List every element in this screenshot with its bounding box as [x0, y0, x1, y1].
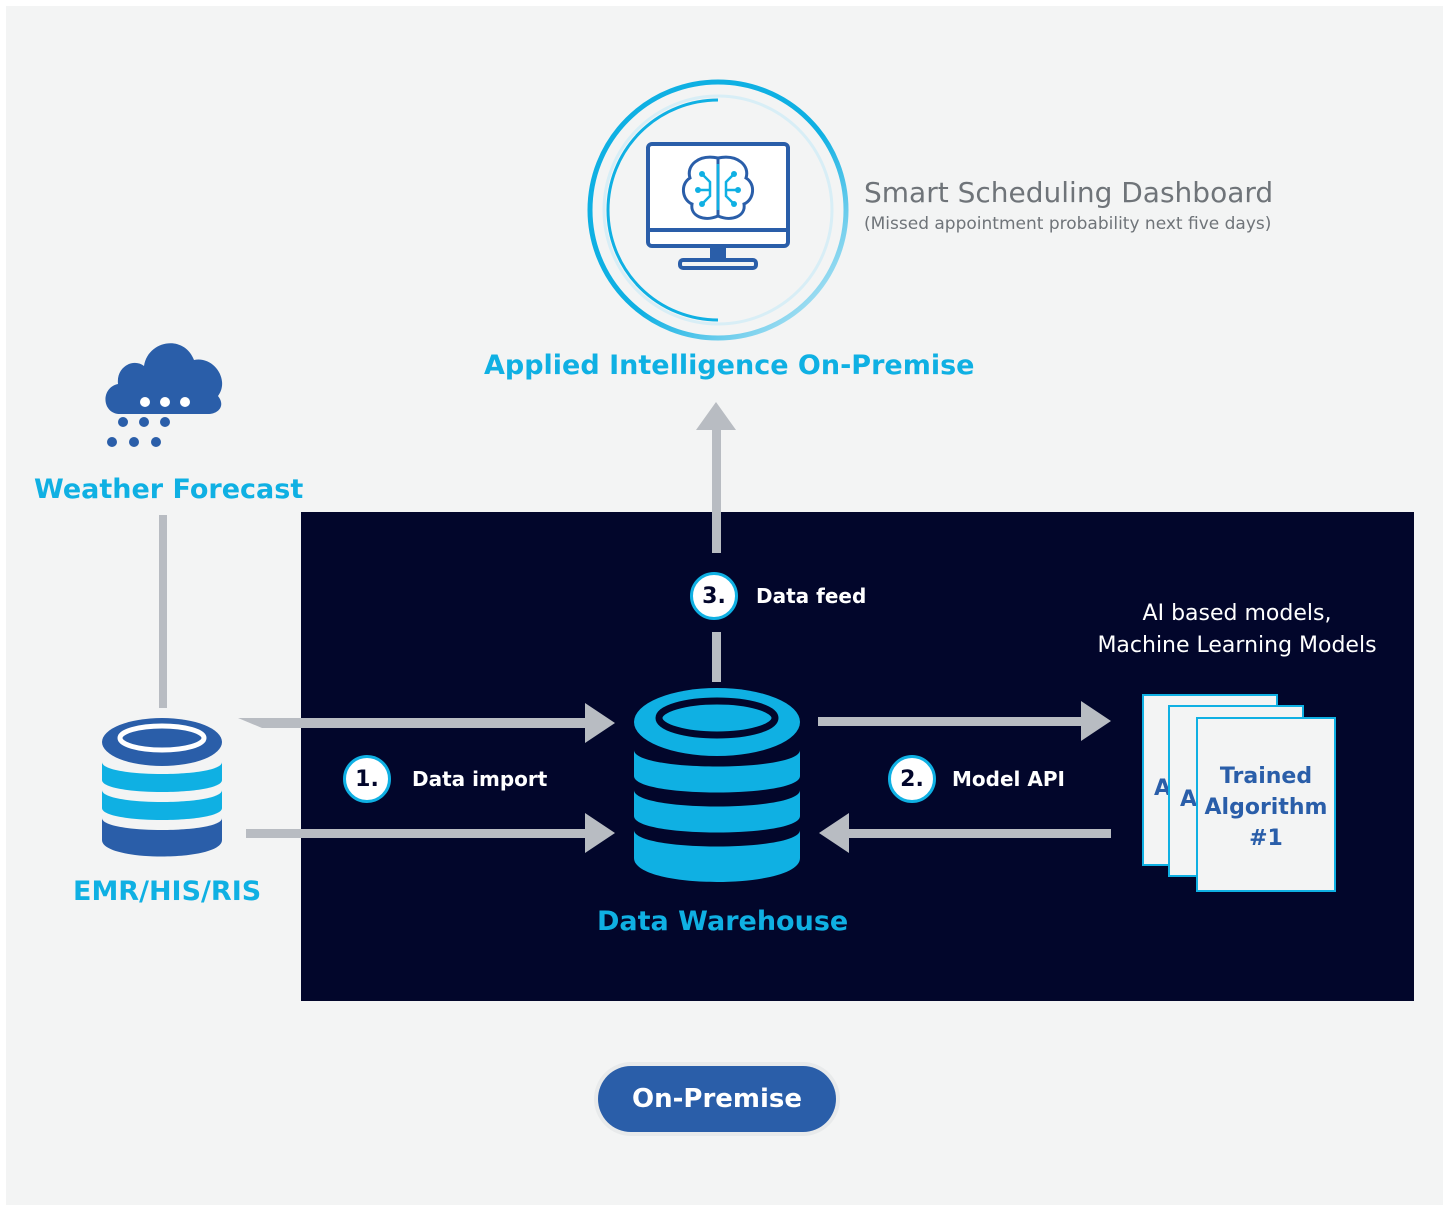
model-arrow-in-shaft	[846, 829, 1111, 838]
models-caption-line-1: AI based models,	[1142, 601, 1332, 626]
model-card-middle-letter: A	[1180, 787, 1198, 812]
dashboard-subtitle: (Missed appointment probability next fiv…	[864, 214, 1272, 234]
monitor-brain-icon	[587, 79, 849, 341]
import-arrow-upper-head	[585, 703, 615, 743]
applied-intelligence-label: Applied Intelligence On-Premise	[484, 350, 975, 381]
step-3-label: Data feed	[756, 584, 867, 608]
emr-label: EMR/HIS/RIS	[73, 876, 262, 907]
import-arrow-lower-head	[585, 813, 615, 853]
cloud-snow-icon	[105, 343, 223, 447]
data-warehouse-label: Data Warehouse	[597, 906, 849, 937]
step-2-label: Model API	[952, 767, 1065, 791]
models-caption-line-2: Machine Learning Models	[1097, 633, 1377, 658]
import-arrow-lower-shaft	[246, 829, 588, 838]
model-card-back-letter: A	[1154, 776, 1172, 801]
on-premise-badge: On-Premise	[598, 1066, 836, 1132]
step-1-label: Data import	[412, 767, 548, 791]
model-arrow-out-head	[1081, 701, 1111, 741]
step-3-badge: 3.	[690, 572, 738, 620]
feed-line-lower	[712, 632, 721, 682]
weather-emr-connector	[159, 515, 167, 708]
model-arrow-out-shaft	[818, 717, 1084, 726]
dashboard-title: Smart Scheduling Dashboard	[864, 176, 1274, 209]
feed-line-upper	[712, 428, 721, 553]
step-2-badge: 2.	[888, 755, 936, 803]
model-card-front-text: Trained Algorithm #1	[1204, 764, 1328, 851]
database-icon	[102, 718, 222, 857]
database-icon	[634, 688, 800, 882]
feed-arrow-head	[696, 402, 736, 430]
model-card-front: Trained Algorithm #1	[1196, 717, 1336, 892]
step-1-badge: 1.	[343, 755, 391, 803]
weather-forecast-label: Weather Forecast	[34, 474, 304, 505]
import-arrow-upper-shaft	[238, 718, 590, 728]
model-arrow-in-head	[819, 813, 849, 853]
